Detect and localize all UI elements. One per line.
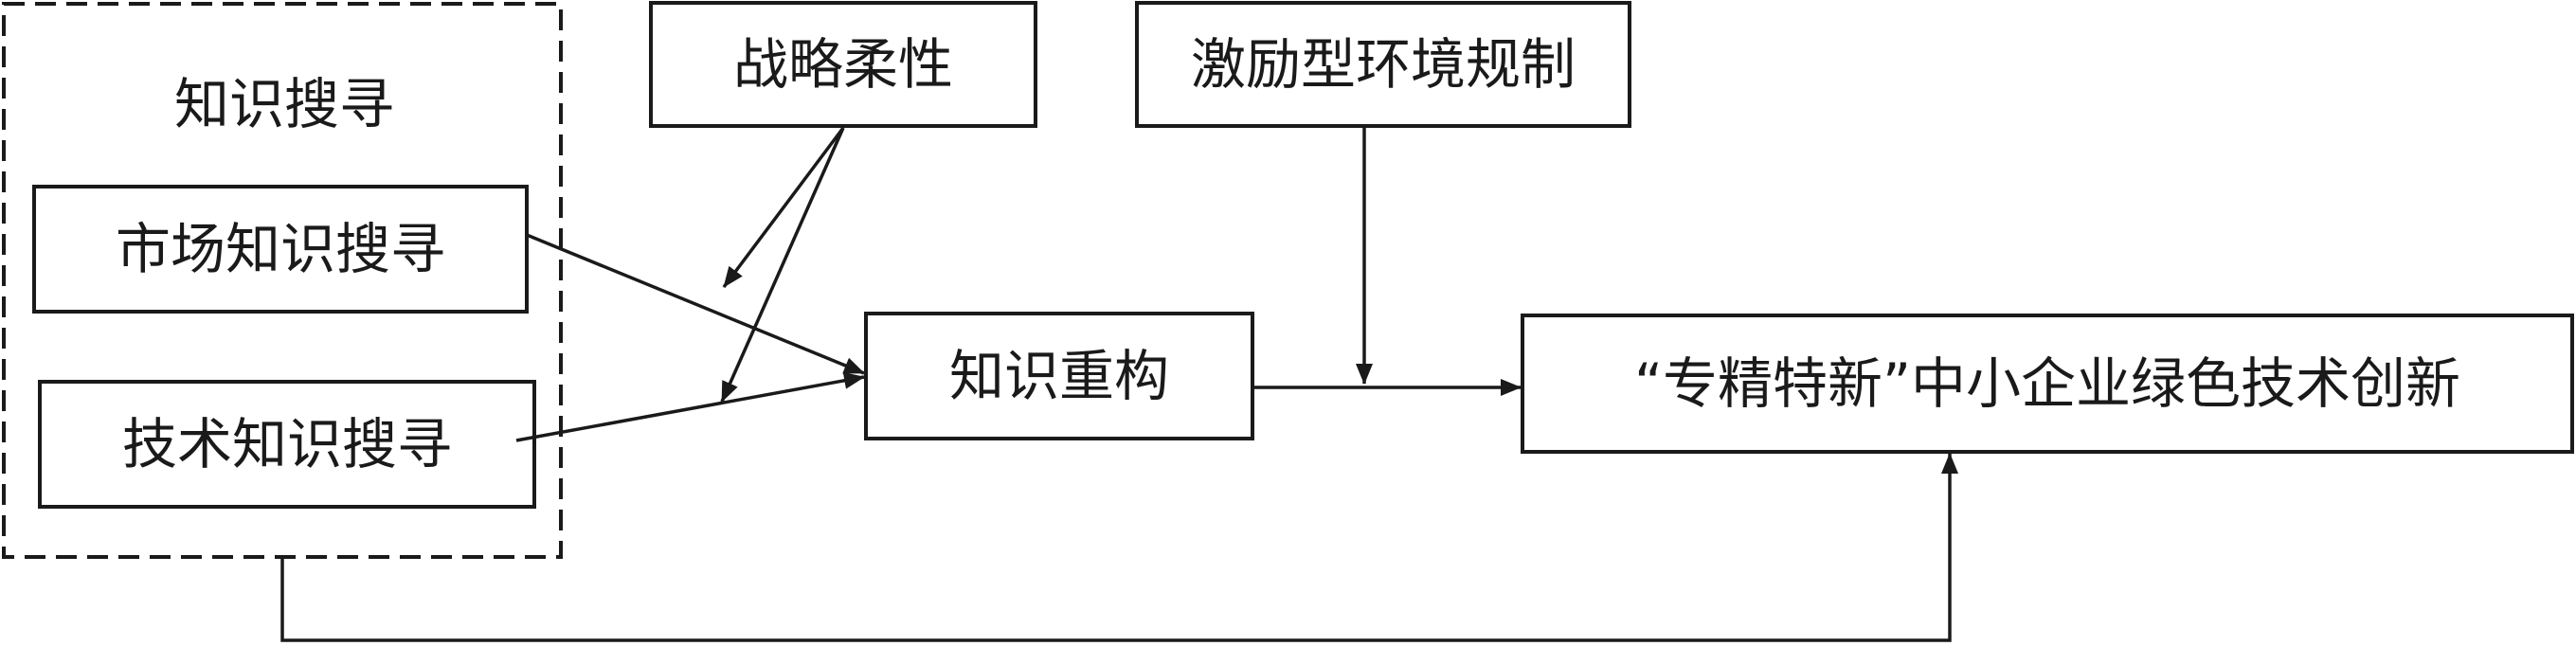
arrow-tech-to-reconstruction <box>515 371 865 442</box>
node-market-knowledge-search-label: 市场知识搜寻 <box>116 217 445 281</box>
node-knowledge-reconstruction-label: 知识重构 <box>949 344 1169 408</box>
node-knowledge-reconstruction: 知识重构 <box>864 312 1254 440</box>
node-strategic-flexibility: 战略柔性 <box>649 1 1037 128</box>
arrow-flexibility-moderates-tech <box>720 127 845 403</box>
node-green-innovation-label: “专精特新”中小企业绿色技术创新 <box>1634 351 2460 416</box>
arrow-market-to-reconstruction <box>526 233 865 375</box>
node-strategic-flexibility-label: 战略柔性 <box>733 32 953 97</box>
knowledge-search-group-title: 知识搜寻 <box>174 72 394 136</box>
node-tech-knowledge-search: 技术知识搜寻 <box>38 380 536 509</box>
arrow-flexibility-moderates-market <box>722 126 845 289</box>
node-green-innovation: “专精特新”中小企业绿色技术创新 <box>1521 314 2574 454</box>
node-incentive-regulation: 激励型环境规制 <box>1135 1 1631 128</box>
arrow-search-group-to-innovation <box>280 453 1958 642</box>
node-market-knowledge-search: 市场知识搜寻 <box>32 185 529 314</box>
node-tech-knowledge-search-label: 技术知识搜寻 <box>122 412 452 476</box>
node-incentive-regulation-label: 激励型环境规制 <box>1191 32 1576 97</box>
